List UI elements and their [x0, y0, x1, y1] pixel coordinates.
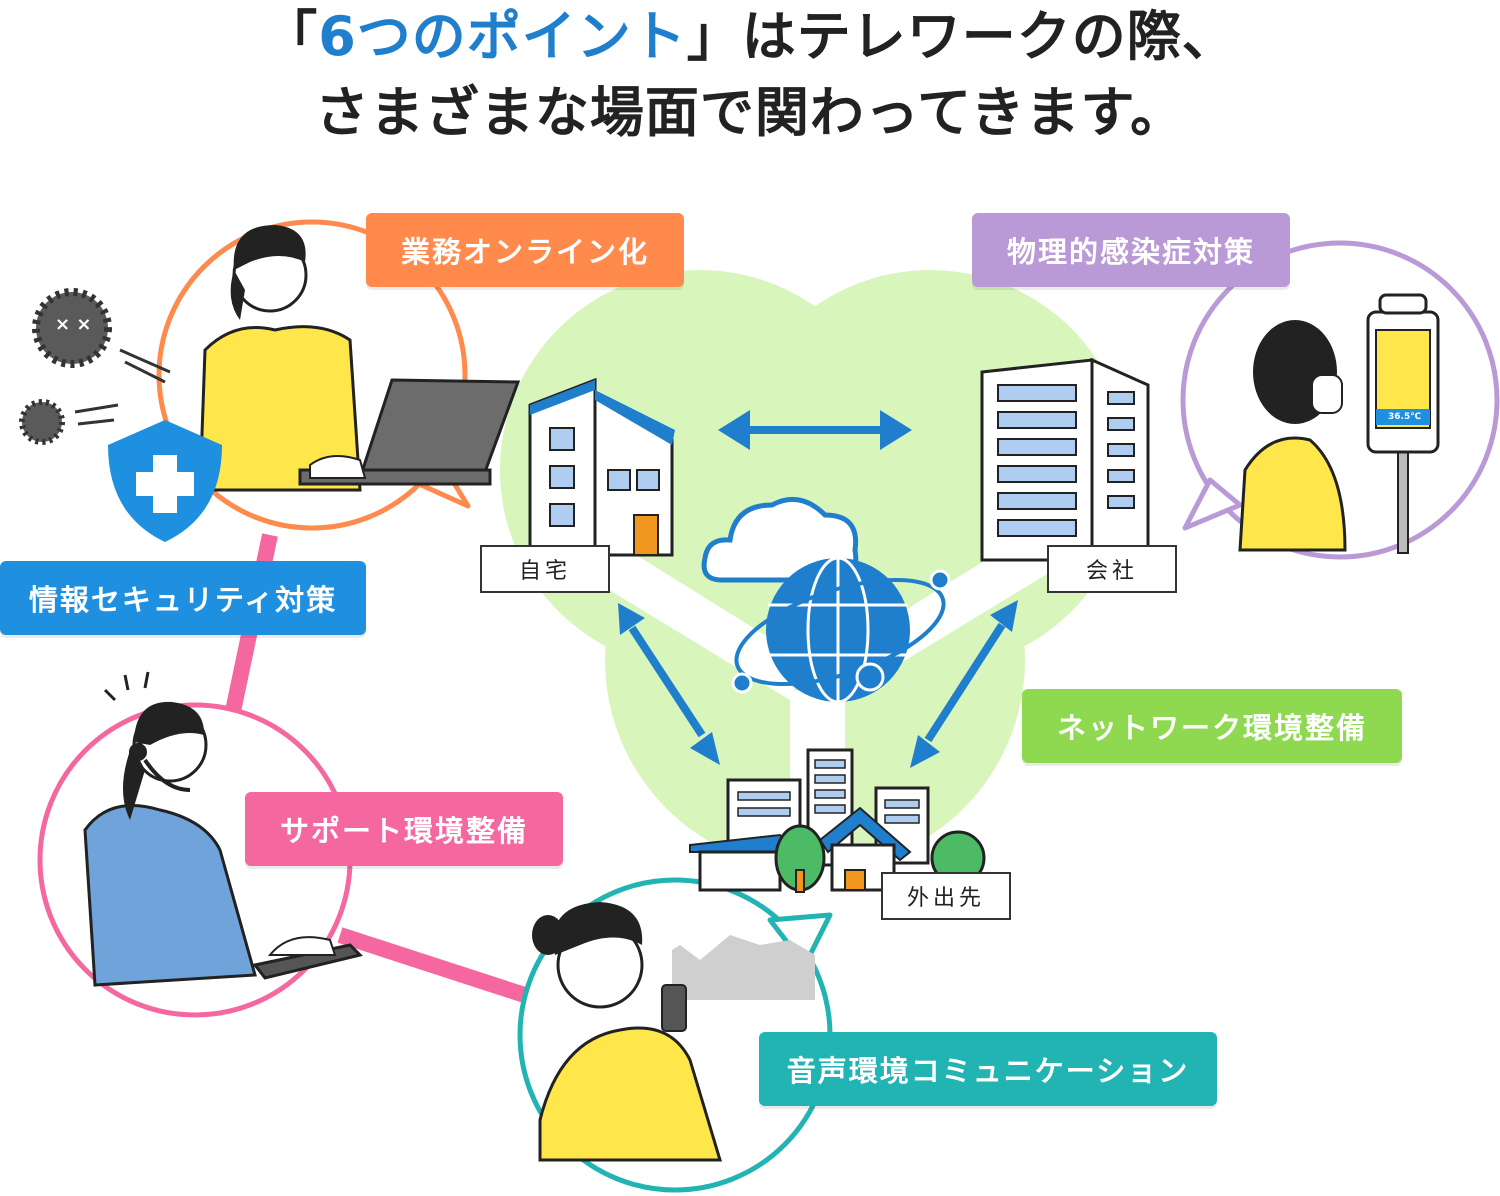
office-building-icon: [980, 357, 1150, 562]
headset-icon: [129, 709, 191, 792]
thermometer-reading: 36.5℃: [1388, 412, 1422, 422]
thermometer-kiosk-icon: [1366, 293, 1440, 554]
place-home: 自宅: [480, 545, 610, 593]
svg-text:× ×: × ×: [55, 314, 91, 335]
page-title-line2: さまざまな場面で関わってきます。: [314, 81, 1186, 144]
label-security: 情報セキュリティ対策: [0, 561, 366, 635]
house-icon: [528, 377, 675, 557]
label-online: 業務オンライン化: [366, 213, 684, 287]
cloud-icon: [701, 496, 859, 583]
title-highlight: 6つのポイント: [318, 5, 687, 68]
label-network: ネットワーク環境整備: [1022, 689, 1402, 763]
virus-icon: × ×: [19, 288, 171, 445]
place-office: 会社: [1047, 545, 1177, 593]
online-bubble: [156, 219, 521, 531]
support-bubble: [37, 671, 363, 1018]
connection-arrows: [618, 410, 1018, 768]
shield-plus-icon: [108, 420, 222, 542]
phone-icon: [661, 984, 687, 1032]
place-outside: 外出先: [881, 872, 1011, 920]
globe-icon: [731, 556, 951, 704]
page-title-line1: 「6つのポイント」はテレワークの際、: [263, 5, 1237, 68]
label-support: サポート環境整備: [245, 792, 563, 866]
infection-bubble: [1180, 240, 1500, 560]
label-voice: 音声環境コミュニケーション: [759, 1032, 1217, 1106]
town-icon: [689, 748, 986, 893]
label-infection: 物理的感染症対策: [972, 213, 1290, 287]
